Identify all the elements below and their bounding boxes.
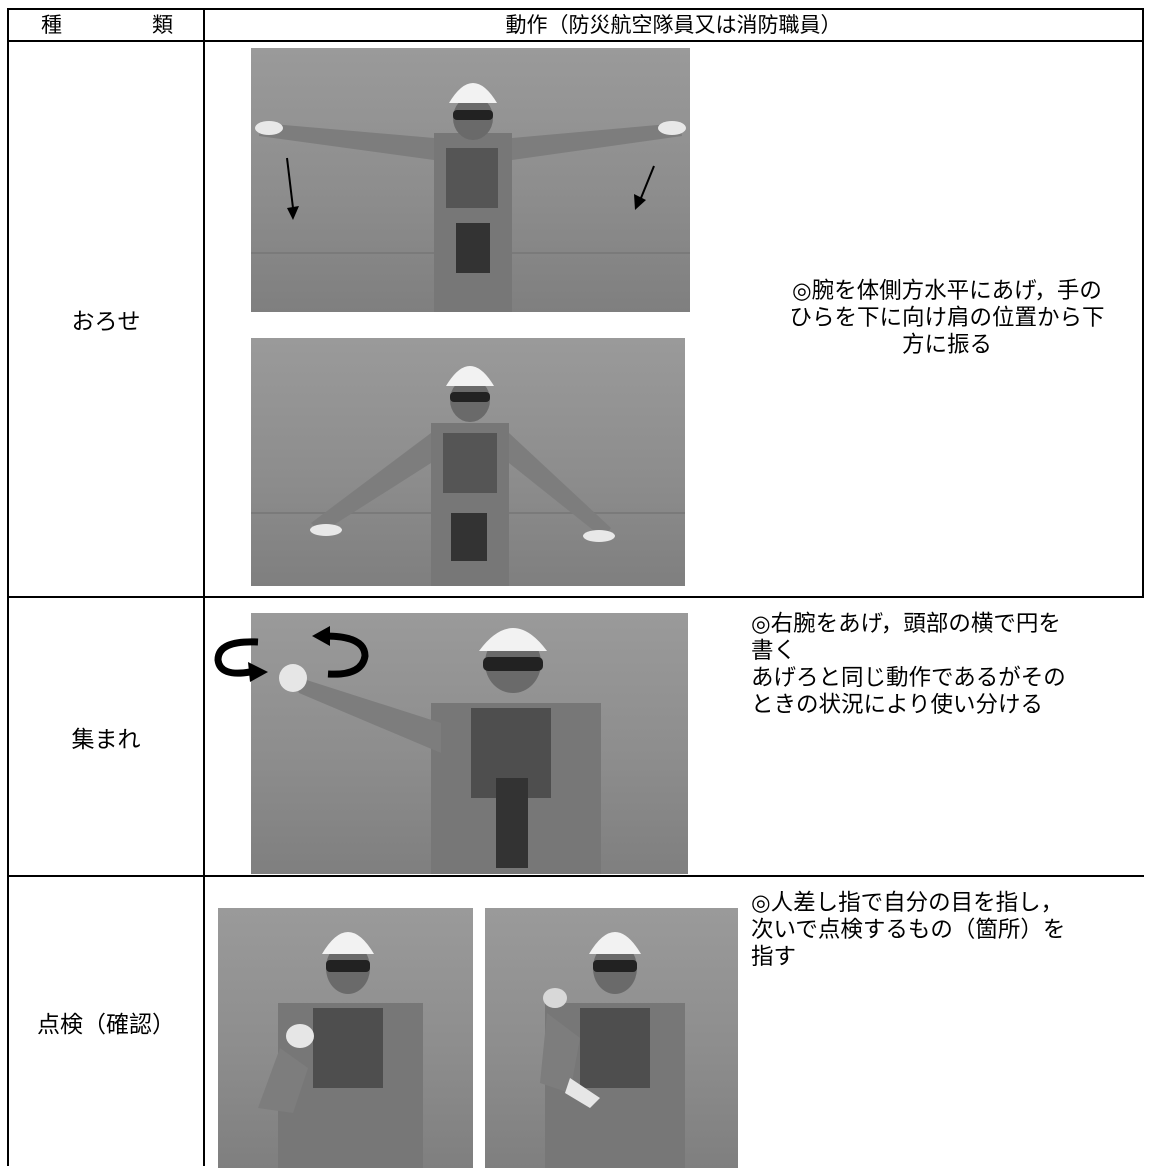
- header-divider: [7, 40, 1144, 42]
- row-description-atsumare: ◎右腕をあげ，頭部の横で円を 書く あげろと同じ動作であるがその ときの状況によ…: [751, 611, 1066, 718]
- row-divider-1: [7, 596, 1144, 598]
- table-border-top: [7, 8, 1144, 10]
- row-description-tenken: ◎人差し指で自分の目を指し， 次いで点検するもの（箇所）を 指す: [751, 890, 1066, 970]
- arrow-right-head: [312, 626, 330, 646]
- photo-arms-lowered: [251, 338, 685, 586]
- photo-point-target: [485, 908, 738, 1168]
- header-action: 動作（防災航空隊員又は消防職員）: [505, 13, 842, 37]
- figure-arms-lowered: [251, 366, 685, 586]
- table-border-right: [1142, 8, 1144, 598]
- photo-point-eye: [218, 908, 473, 1168]
- figure-point-target: [540, 932, 685, 1168]
- figure-arms-horizontal: [251, 83, 690, 312]
- arrow-right-curve: [324, 632, 369, 678]
- row-label-tenken: 点検（確認）: [37, 1011, 175, 1038]
- header-type: 種 類: [9, 8, 203, 40]
- column-divider: [203, 8, 205, 1166]
- row-label-atsumare: 集まれ: [71, 726, 141, 753]
- header-type-left: 種: [41, 13, 62, 37]
- row-label-orose: おろせ: [71, 309, 141, 335]
- header-type-right: 類: [152, 13, 173, 37]
- arrow-left-curve: [214, 638, 259, 677]
- row-divider-2: [7, 875, 1144, 877]
- figure-arm-raised: [279, 628, 601, 874]
- photo-arms-horizontal: [251, 48, 690, 312]
- table-border-left: [7, 8, 9, 1166]
- row-description-orose: ◎腕を体側方水平にあげ，手の ひらを下に向け肩の位置から下 方に振る: [789, 278, 1105, 358]
- signal-table: 種 類 動作（防災航空隊員又は消防職員） おろせ ◎腕を体側方水平にあげ，手の …: [7, 8, 1144, 1166]
- photo-arm-raised-circle: [251, 613, 688, 874]
- circle-motion-arrows: [214, 626, 369, 682]
- figure-point-eye: [258, 932, 423, 1168]
- arrow-left-head: [248, 662, 268, 682]
